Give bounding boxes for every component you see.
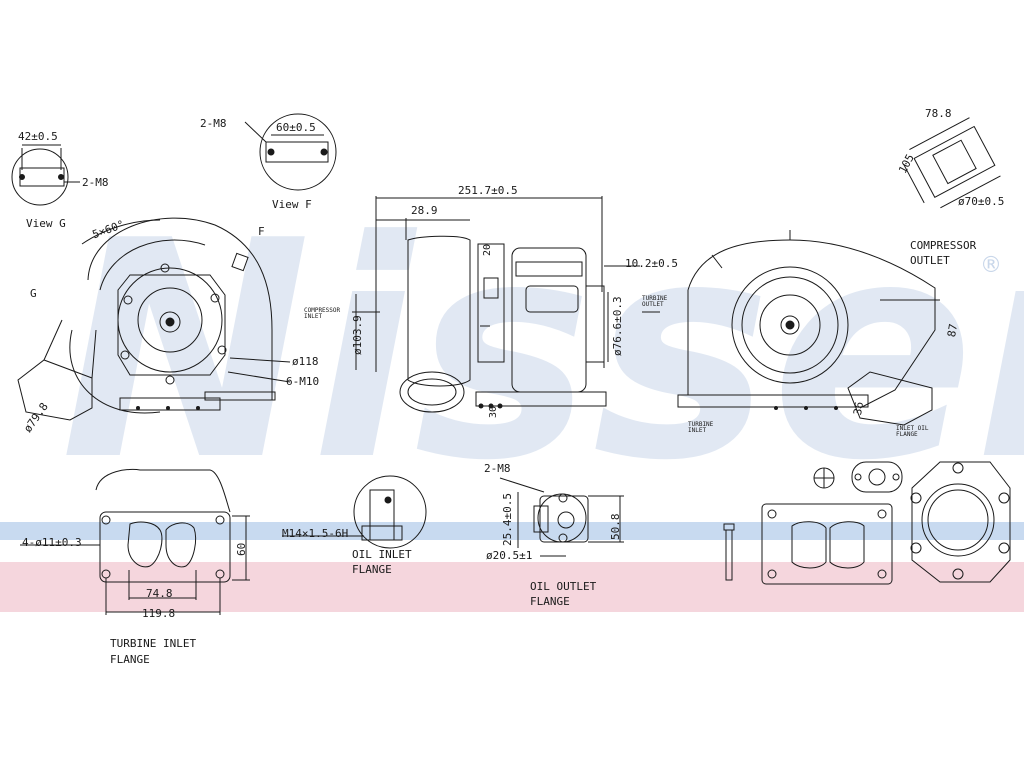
watermark-logo: Nissens [60, 177, 1024, 526]
small-gasket-drawing [813, 467, 835, 489]
turbine-inlet-flange-drawing [20, 468, 250, 615]
view-f-marker: F [258, 225, 265, 238]
turbine-inlet-flange-title-line2: FLANGE [110, 653, 150, 666]
bolt-circle-diameter: ø118 [292, 355, 319, 368]
compressor-dim-87: 87 [945, 322, 961, 339]
oil-inlet-thread-label: M14×1.5-6H [282, 527, 349, 540]
view-g-thread: 2-M8 [82, 176, 109, 189]
view-f-dimension: 60±0.5 [276, 121, 316, 134]
compressor-dim-36: 36 [851, 400, 867, 417]
flange-outer-width-dim: 119.8 [142, 607, 176, 620]
outlet-flange-detail [903, 117, 1001, 209]
offset-10-2-dim: 10.2±0.5 [625, 257, 678, 270]
flange-holes-label: 4-ø11±0.3 [22, 536, 82, 549]
oval-gasket-drawing [851, 461, 903, 493]
oil-inlet-flange-drawing [282, 475, 427, 549]
small-dim-b: 30 [488, 405, 499, 418]
view-g-marker: G [30, 287, 37, 300]
compressor-outlet-title-line1: COMPRESSOR [910, 239, 977, 252]
oil-inlet-flange-title-line1: OIL INLET [352, 548, 412, 561]
inlet-oil-flange-tag: INLET OIL FLANGE [896, 425, 929, 438]
overall-length-dim: 251.7±0.5 [458, 184, 518, 197]
oil-outlet-flange-drawing [499, 477, 624, 557]
compressor-inlet-tag: COMPRESSOR INLET [304, 307, 341, 320]
oil-outlet-thread-label: 2-M8 [484, 462, 511, 475]
turbine-inlet-tag: TURBINE INLET [688, 421, 714, 434]
oil-outlet-spacing-dim: 25.4±0.5 [501, 493, 514, 546]
gasket-plate-drawing [761, 503, 893, 585]
turbine-side-view [17, 217, 291, 421]
compressor-end-view [677, 230, 940, 426]
flange-height-dim: 60 [235, 542, 248, 556]
background-band-pink [0, 562, 1024, 612]
view-f-thread: 2-M8 [200, 117, 227, 130]
center-side-view [352, 196, 660, 413]
turbine-outlet-tag: TURBINE OUTLET [642, 295, 668, 308]
registered-mark: ® [980, 253, 1002, 278]
oil-outlet-diameter-dim: ø20.5±1 [486, 549, 533, 562]
turbine-inlet-flange-title-line1: TURBINE INLET [110, 637, 197, 650]
view-f-detail [244, 113, 337, 191]
round-outlet-gasket-drawing [910, 461, 1011, 583]
view-g-dimension: 42±0.5 [18, 130, 58, 143]
view-f-title: View F [272, 198, 312, 211]
flange-inner-width-dim: 74.8 [146, 587, 173, 600]
outlet-detail-dim-c: ø70±0.5 [958, 195, 1005, 208]
oil-inlet-flange-title-line2: FLANGE [352, 563, 392, 576]
small-dim-a: 20 [482, 243, 493, 256]
outlet-detail-dim-a: 78.8 [925, 107, 952, 120]
bolt-drawing [723, 523, 735, 581]
view-g-detail [11, 144, 80, 206]
height-103-9-dim: ø103.9 [351, 315, 364, 355]
oil-outlet-flange-title-line1: OIL OUTLET [530, 580, 597, 593]
oil-outlet-height-dim: 50.8 [609, 513, 622, 541]
background-band-blue [0, 522, 1024, 540]
length-28-9-dim: 28.9 [411, 204, 438, 217]
view-g-title: View G [26, 217, 66, 230]
compressor-outlet-title-line2: OUTLET [910, 254, 950, 267]
bolt-thread-label: 6-M10 [286, 375, 320, 388]
diameter-76-6-dim: ø76.6±0.3 [611, 296, 624, 356]
oil-outlet-flange-title-line2: FLANGE [530, 595, 570, 608]
